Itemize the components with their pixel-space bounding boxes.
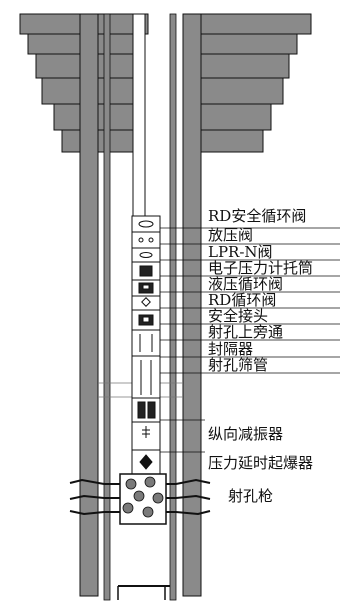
label-rd-safety-circulating-valve: RD安全循环阀: [208, 207, 307, 225]
label-hydraulic-circulating-valve: 液压循环阀: [208, 275, 284, 293]
label-pressure-relief-valve: 放压阀: [208, 226, 254, 244]
perforating-gun: [69, 473, 211, 525]
casing-head-right: [182, 13, 312, 153]
label-electronic-gauge-carrier: 电子压力计托筒: [208, 259, 314, 277]
label-rd-circulating-valve: RD循环阀: [208, 291, 277, 309]
label-perforation-upper-bypass: 射孔上旁通: [208, 323, 284, 341]
tubing-wall-right: [169, 13, 177, 601]
label-longitudinal-shock-absorber: 纵向减振器: [208, 425, 284, 443]
tubing-wall-left: [103, 13, 111, 601]
label-safety-joint: 安全接头: [208, 307, 269, 325]
label-pressure-delay-detonator: 压力延时起爆器: [208, 454, 314, 472]
casing-wall-left: [79, 13, 99, 597]
label-perforated-screen: 射孔筛管: [208, 356, 269, 374]
label-lpr-n-valve: LPR-N阀: [208, 243, 273, 261]
label-perforating-gun: 射孔枪: [228, 487, 274, 505]
casing-wall-right: [182, 13, 202, 597]
label-packer: 封隔器: [208, 340, 254, 358]
tool-string: [131, 13, 161, 475]
leader-lines: [160, 227, 340, 453]
